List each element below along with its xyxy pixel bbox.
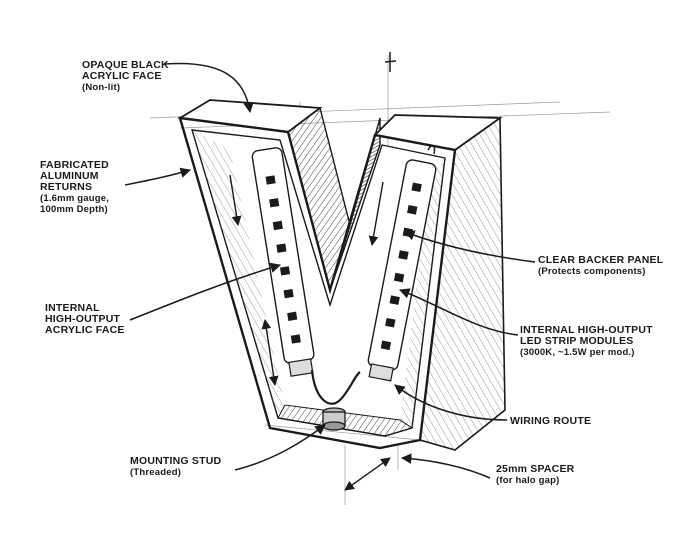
- led-strip-right: [367, 159, 437, 382]
- label-spacer: 25mm SPACER (for halo gap): [496, 463, 575, 487]
- v-outer-outline: [178, 116, 457, 450]
- led-strip-left: [251, 147, 315, 377]
- spacer-dimension: [344, 457, 391, 491]
- label-stud: MOUNTING STUD (Threaded): [130, 455, 222, 479]
- leader-spacer: [400, 453, 491, 479]
- inner-wall-right: [400, 158, 445, 428]
- label-face: OPAQUE BLACK ACRYLIC FACE (Non-lit): [82, 59, 169, 94]
- label-internal-face: INTERNAL HIGH-OUTPUT ACRYLIC FACE: [45, 302, 125, 336]
- leader-face: [164, 62, 254, 114]
- label-wiring: WIRING ROUTE: [510, 415, 592, 427]
- leader-returns: [124, 167, 192, 186]
- mounting-stud: [322, 407, 346, 431]
- leader-wiring: [394, 384, 508, 421]
- leader-stud: [234, 424, 326, 471]
- label-backer: CLEAR BACKER PANEL (Protects components): [538, 254, 664, 278]
- leader-backer: [404, 230, 536, 263]
- leader-led: [399, 288, 519, 336]
- wiring-cable: [310, 369, 361, 405]
- label-led: INTERNAL HIGH-OUTPUT LED STRIP MODULES (…: [520, 324, 653, 359]
- label-returns: FABRICATED ALUMINUM RETURNS (1.6mm gauge…: [40, 159, 110, 216]
- leader-lines: [124, 62, 536, 479]
- leader-internal-face: [129, 262, 282, 321]
- inner-arrows: [229, 174, 384, 386]
